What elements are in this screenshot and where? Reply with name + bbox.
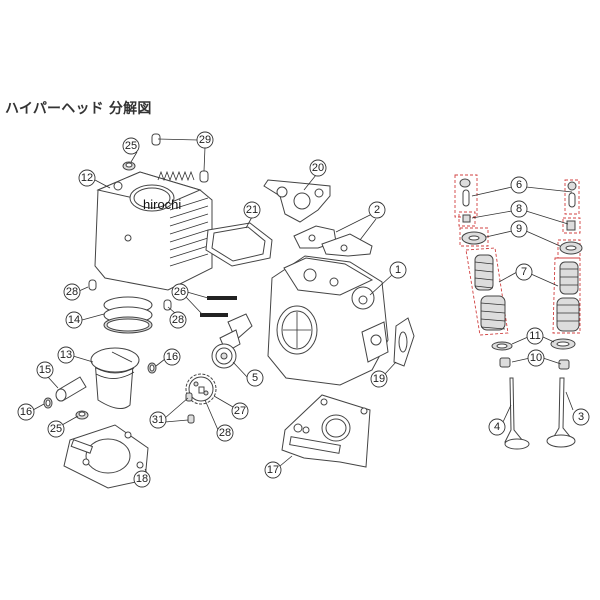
callout-17: 17 <box>264 461 282 479</box>
svg-text:12: 12 <box>81 172 93 184</box>
svg-text:27: 27 <box>234 405 246 417</box>
svg-text:16: 16 <box>166 351 178 363</box>
callout-5: 5 <box>246 369 264 387</box>
seal-25-top <box>122 161 136 171</box>
callout-27: 27 <box>231 402 249 420</box>
svg-text:1: 1 <box>395 264 401 276</box>
sprocket-bolt-31a <box>185 392 193 402</box>
callout-10: 10 <box>527 349 545 367</box>
svg-text:16: 16 <box>20 406 32 418</box>
callout-16a: 16 <box>163 348 181 366</box>
cylinder-part <box>94 170 213 291</box>
svg-text:21: 21 <box>246 204 258 216</box>
svg-text:10: 10 <box>530 352 542 364</box>
piston-pin-part <box>55 376 87 402</box>
callout-28b: 28 <box>169 311 187 329</box>
head-gasket-21-part <box>205 222 273 267</box>
svg-text:20: 20 <box>312 162 324 174</box>
svg-text:4: 4 <box>494 421 500 433</box>
callout-19: 19 <box>370 370 388 388</box>
callout-15: 15 <box>36 361 54 379</box>
callout-9: 9 <box>510 220 528 238</box>
callout-12: 12 <box>78 169 96 187</box>
valve-spring-inner-right <box>559 261 579 295</box>
callout-1: 1 <box>389 261 407 279</box>
svg-text:2: 2 <box>374 204 380 216</box>
svg-text:28: 28 <box>219 427 231 439</box>
svg-text:18: 18 <box>136 473 148 485</box>
callout-8: 8 <box>510 200 528 218</box>
callout-21: 21 <box>243 201 261 219</box>
valve-train-right <box>546 179 583 448</box>
clip-16-left <box>43 397 53 409</box>
callout-4: 4 <box>488 418 506 436</box>
dowel-29b <box>199 170 209 183</box>
base-gasket-part <box>63 424 149 489</box>
svg-text:3: 3 <box>578 411 584 423</box>
piston-part <box>90 347 140 410</box>
cylinder-head-part <box>267 255 389 386</box>
head-base-gasket-17-part <box>281 394 371 468</box>
svg-text:17: 17 <box>267 464 279 476</box>
clip-16-right <box>147 362 157 374</box>
svg-text:29: 29 <box>199 134 211 146</box>
callout-7: 7 <box>515 263 533 281</box>
dowel-28b <box>163 299 172 311</box>
valve-spring-outer-right <box>556 297 580 332</box>
callout-14: 14 <box>65 311 83 329</box>
callout-26: 26 <box>171 283 189 301</box>
valve-train-left <box>454 174 530 450</box>
watermark-text: hirochi <box>143 197 182 212</box>
callout-28a: 28 <box>63 283 81 301</box>
svg-text:28: 28 <box>172 314 184 326</box>
svg-text:28: 28 <box>66 286 78 298</box>
callout-25b: 25 <box>47 420 65 438</box>
svg-text:19: 19 <box>373 373 385 385</box>
callout-13: 13 <box>57 346 75 364</box>
valve-spring-inner-left <box>474 254 494 291</box>
svg-text:7: 7 <box>521 266 527 278</box>
svg-text:6: 6 <box>516 179 522 191</box>
seal-25-bottom <box>75 410 89 420</box>
dowel-29a <box>151 133 161 146</box>
piston-rings-part <box>103 296 153 334</box>
callout-3: 3 <box>572 408 590 426</box>
dowel-28a <box>88 279 97 291</box>
svg-text:9: 9 <box>516 223 522 235</box>
bolts-26-part <box>200 296 237 317</box>
valve-spring-outer-left <box>480 295 506 331</box>
callout-11: 11 <box>526 327 544 345</box>
svg-text:15: 15 <box>39 364 51 376</box>
sprocket-bolt-31b <box>187 414 195 424</box>
exhaust-gasket-19-part <box>393 317 415 367</box>
camshaft-part <box>211 313 253 369</box>
svg-text:25: 25 <box>125 140 137 152</box>
gasket-20-part <box>263 179 331 223</box>
rocker-arms-part <box>293 225 373 257</box>
callout-18: 18 <box>133 470 151 488</box>
svg-text:8: 8 <box>516 203 522 215</box>
callout-16b: 16 <box>17 403 35 421</box>
svg-text:13: 13 <box>60 349 72 361</box>
leader-lines <box>32 138 574 479</box>
svg-text:14: 14 <box>68 314 80 326</box>
callout-31: 31 <box>149 411 167 429</box>
svg-text:26: 26 <box>174 286 186 298</box>
cam-sprocket-part <box>185 373 217 405</box>
callout-2: 2 <box>368 201 386 219</box>
svg-text:31: 31 <box>152 414 164 426</box>
callout-29: 29 <box>196 131 214 149</box>
svg-text:11: 11 <box>529 330 540 342</box>
callout-25a: 25 <box>122 137 140 155</box>
page-title: ハイパーヘッド 分解図 <box>5 101 152 117</box>
svg-text:25: 25 <box>50 423 62 435</box>
callout-28c: 28 <box>216 424 234 442</box>
callout-20: 20 <box>309 159 327 177</box>
svg-text:5: 5 <box>252 372 258 384</box>
callout-6: 6 <box>510 176 528 194</box>
